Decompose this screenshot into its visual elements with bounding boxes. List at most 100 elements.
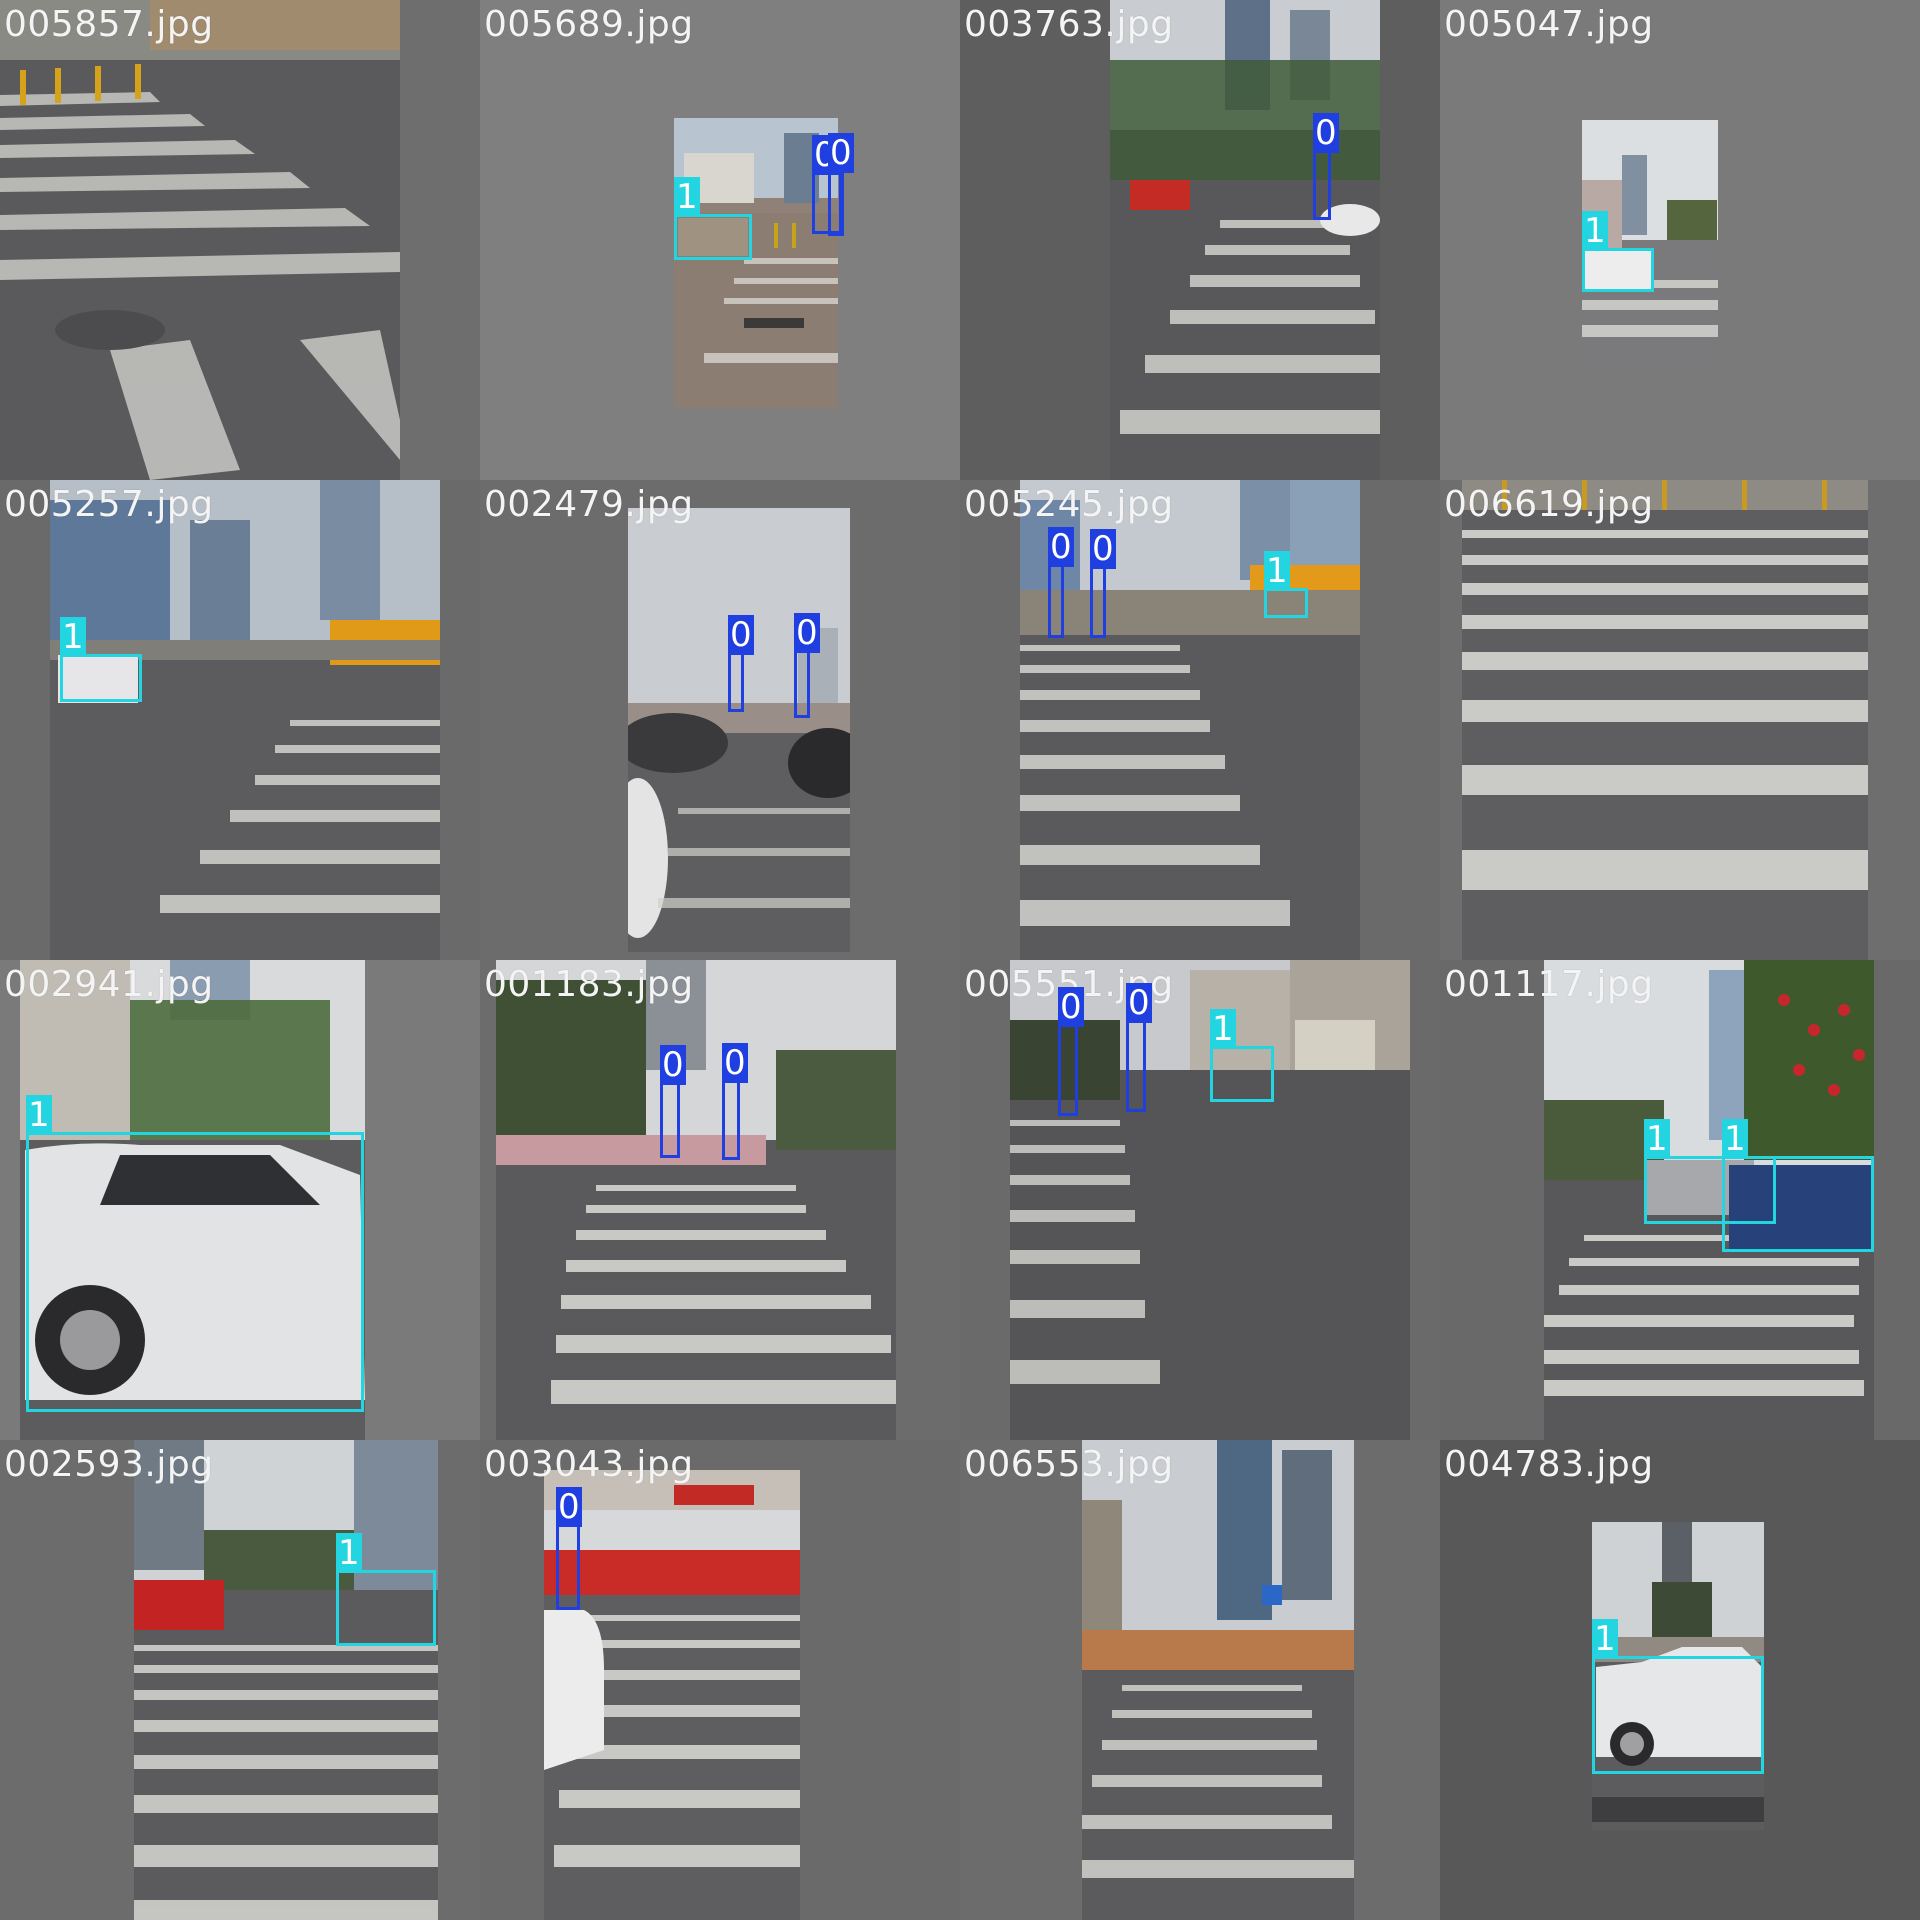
tile-003043: 003043.jpg <box>480 1440 960 1920</box>
tile-002479: 002479.jpg <box>480 480 960 960</box>
tile-002941: 002941.jpg <box>0 960 480 1440</box>
photo-005047 <box>1582 120 1718 360</box>
bbox-class-0: 0 <box>1058 987 1084 1116</box>
tile-004783: 004783.jpg <box>1440 1440 1920 1920</box>
tile-filename: 002941.jpg <box>4 964 214 1005</box>
bbox-class-0: 0 <box>828 133 854 236</box>
tile-filename: 003763.jpg <box>964 4 1174 45</box>
bbox-class-label: 0 <box>1313 113 1339 153</box>
photo-006619 <box>1462 480 1868 960</box>
photo-003043 <box>544 1470 800 1920</box>
barrier-white-car-scene <box>544 1470 800 1920</box>
bbox-class-label: 0 <box>1090 529 1116 569</box>
tile-003763: 003763.jpg <box>960 0 1440 480</box>
tile-002593: 002593.jpg <box>0 1440 480 1920</box>
photo-001183 <box>496 960 896 1440</box>
street-scene <box>674 118 838 408</box>
bbox-class-label: 1 <box>1644 1119 1670 1159</box>
bbox-class-label: 0 <box>660 1045 686 1085</box>
bbox-class-1: 1 <box>336 1533 436 1646</box>
bbox-class-label: 1 <box>336 1533 362 1573</box>
tile-filename: 002479.jpg <box>484 484 694 525</box>
bbox-class-0: 0 <box>556 1487 582 1610</box>
tile-005551: 005551.jpg <box>960 960 1440 1440</box>
bbox-class-1: 1 <box>1644 1119 1776 1224</box>
tile-filename: 001183.jpg <box>484 964 694 1005</box>
tile-006619: 006619.jpg <box>1440 480 1920 960</box>
bbox-class-1: 1 <box>1582 211 1654 292</box>
bbox-class-label: 1 <box>26 1095 52 1135</box>
bbox-class-0: 0 <box>1090 529 1116 638</box>
tile-006553: 006553.jpg <box>960 1440 1440 1920</box>
crosswalk-wide-scene <box>1462 480 1868 960</box>
tile-filename: 005245.jpg <box>964 484 1174 525</box>
photo-005245 <box>1020 480 1360 960</box>
crosswalk-towers-scene <box>1110 0 1380 480</box>
tile-filename: 002593.jpg <box>4 1444 214 1485</box>
bbox-class-label: 0 <box>1058 987 1084 1027</box>
bbox-class-label: 1 <box>1264 551 1290 591</box>
bbox-class-1: 1 <box>1264 551 1308 618</box>
bbox-class-0: 0 <box>1313 113 1339 220</box>
bbox-class-label: 1 <box>674 177 700 217</box>
bbox-class-label: 1 <box>1582 211 1608 251</box>
bbox-class-1: 1 <box>60 617 142 702</box>
bbox-class-label: 0 <box>1048 527 1074 567</box>
tile-005257: 005257.jpg <box>0 480 480 960</box>
bbox-class-0: 0 <box>728 615 754 712</box>
photo-002593 <box>134 1440 438 1920</box>
bbox-class-1: 1 <box>26 1095 364 1412</box>
tile-001183: 001183.jpg <box>480 960 960 1440</box>
bbox-class-0: 0 <box>1126 983 1152 1112</box>
tile-filename: 006553.jpg <box>964 1444 1174 1485</box>
photo-002941 <box>20 960 365 1440</box>
tile-001117: 001117.jpg <box>1440 960 1920 1440</box>
bbox-class-0: 0 <box>1048 527 1074 638</box>
photo-002479 <box>628 508 850 952</box>
tile-filename: 004783.jpg <box>1444 1444 1654 1485</box>
crosswalk-scene <box>0 0 400 480</box>
bbox-class-label: 0 <box>828 133 854 173</box>
parked-sedan-scene <box>1592 1522 1764 1830</box>
bbox-class-label: 0 <box>1126 983 1152 1023</box>
bbox-class-label: 1 <box>60 617 86 657</box>
two-cars-scene <box>1544 960 1874 1440</box>
tile-005857: 005857.jpg <box>0 0 480 480</box>
intersection-scene <box>50 480 440 960</box>
intersection-rider-scene <box>1020 480 1360 960</box>
tile-filename: 005257.jpg <box>4 484 214 525</box>
foggy-traffic-scene <box>628 508 850 952</box>
bbox-class-1: 1 <box>1210 1009 1274 1102</box>
bbox-class-label: 1 <box>1210 1009 1236 1049</box>
small-street-scene <box>1582 120 1718 360</box>
tile-filename: 006619.jpg <box>1444 484 1654 525</box>
crosswalk-barrier-scene <box>134 1440 438 1920</box>
photo-005257 <box>50 480 440 960</box>
crosswalk-trees-scene <box>496 960 896 1440</box>
bbox-class-label: 0 <box>556 1487 582 1527</box>
bbox-class-1: 1 <box>1592 1619 1764 1774</box>
tile-filename: 005689.jpg <box>484 4 694 45</box>
bbox-class-0: 0 <box>722 1043 748 1160</box>
bbox-class-1: 1 <box>674 177 752 260</box>
photo-003763 <box>1110 0 1380 480</box>
bbox-class-label: 0 <box>728 615 754 655</box>
tile-filename: 003043.jpg <box>484 1444 694 1485</box>
bbox-class-1: 1 <box>1722 1119 1874 1252</box>
photo-006553 <box>1082 1440 1354 1920</box>
photo-005689 <box>674 118 838 408</box>
tile-filename: 005047.jpg <box>1444 4 1654 45</box>
photo-005857 <box>0 0 400 480</box>
photo-004783 <box>1592 1522 1764 1830</box>
bbox-class-label: 1 <box>1592 1619 1618 1659</box>
crosswalk-tower-scene <box>1082 1440 1354 1920</box>
bbox-class-label: 1 <box>1722 1119 1748 1159</box>
tile-005245: 005245.jpg <box>960 480 1440 960</box>
tile-005047: 005047.jpg <box>1440 0 1920 480</box>
tile-005689: 005689.jpg <box>480 0 960 480</box>
tile-filename: 005857.jpg <box>4 4 214 45</box>
bbox-class-0: 0 <box>794 613 820 718</box>
bbox-class-0: 0 <box>660 1045 686 1158</box>
white-sedan-scene <box>20 960 365 1440</box>
